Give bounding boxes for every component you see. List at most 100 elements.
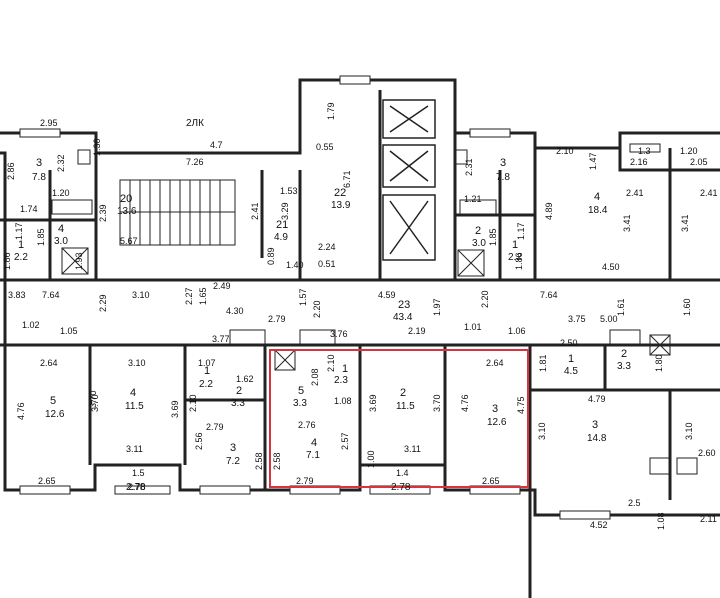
dimension-label: 4.52: [590, 520, 608, 530]
dimension-label: 3.83: [8, 290, 26, 300]
dimension-label: 1.86: [2, 252, 12, 270]
dimension-label: 3.77: [212, 334, 230, 344]
dimension-label: 2.5: [628, 498, 641, 508]
room-number: 22: [334, 187, 346, 199]
room-area: 3.0: [54, 236, 68, 247]
dimension-label: 1.57: [298, 288, 308, 306]
dimension-label: 1.05: [60, 326, 78, 336]
room-area: 7.8: [496, 172, 510, 183]
room-area: 43.4: [393, 312, 413, 323]
dimension-label: 3.76: [330, 329, 348, 339]
dimension-label: 2.41: [700, 188, 718, 198]
room-number: 4: [594, 191, 600, 203]
dimension-label: 2.31: [464, 158, 474, 176]
dimension-label: 3.69: [368, 394, 378, 412]
dimension-label: 3.70: [90, 394, 100, 412]
dimension-label: 1.47: [588, 152, 598, 170]
room-number: 1: [342, 363, 348, 375]
room-area: 3.0: [472, 238, 486, 249]
dimension-label: 3.11: [404, 444, 421, 454]
room-number: 3: [230, 442, 236, 454]
dimension-label: 2.57: [340, 432, 350, 450]
dimension-label: 3.69: [170, 400, 180, 418]
room-area: 11.5: [396, 401, 415, 412]
dimension-label: 2.32: [56, 154, 66, 172]
dimension-label: 2.24: [318, 242, 336, 252]
dimension-label: 4.30: [226, 306, 244, 316]
dimension-label: 4.76: [460, 394, 470, 412]
dimension-label: 7.64: [42, 290, 60, 300]
room-area: 3.3: [231, 398, 245, 409]
room-number: 23: [398, 299, 410, 311]
dimension-label: 1.61: [616, 298, 626, 316]
room-number: 4: [58, 223, 64, 235]
dimension-label: 1.80: [654, 354, 664, 372]
room-number: 20: [120, 193, 132, 205]
dimension-label: 1.02: [22, 320, 40, 330]
room-area: 4.9: [274, 232, 288, 243]
dimension-label: 2.16: [630, 157, 648, 167]
dimension-label: 5.00: [600, 314, 618, 324]
dimension-label: 2.41: [250, 202, 260, 220]
room-number: 3: [592, 419, 598, 431]
dimension-label: 2.39: [98, 204, 108, 222]
room-number: 3: [492, 403, 498, 415]
dimension-label: 2.76: [298, 420, 316, 430]
dimension-label: 3.29: [280, 202, 290, 220]
dimension-label: 2.10: [556, 146, 574, 156]
room-number: 1.4: [396, 468, 409, 478]
dimension-label: 4.75: [516, 396, 526, 414]
room-area: 12.6: [45, 409, 65, 420]
dimension-label: 2.41: [626, 188, 644, 198]
room-number: 4: [311, 437, 317, 449]
dimension-label: 1.08: [334, 396, 352, 406]
dimension-label: 3.11: [126, 444, 143, 454]
dimension-label: 1.20: [52, 188, 70, 198]
room-number: 1: [568, 353, 574, 365]
dimension-label: 3.10: [132, 290, 150, 300]
dimension-label: 3.10: [684, 422, 694, 440]
dimension-label: 2.79: [296, 476, 314, 486]
dimension-label: 1.85: [36, 228, 46, 246]
dimension-label: 2.20: [480, 290, 490, 308]
dimension-label: 0.51: [318, 259, 336, 269]
room-area: 3.3: [617, 361, 631, 372]
dimension-label: 1.06: [508, 326, 526, 336]
room-area: 7.8: [32, 172, 46, 183]
dimension-label: 1.17: [14, 222, 24, 240]
elevator-shafts: [382, 99, 436, 261]
room-area: 7.2: [226, 456, 240, 467]
dimension-label: 1.17: [516, 222, 526, 240]
dimension-label: 2.65: [482, 476, 500, 486]
dimension-label: 1.65: [198, 287, 208, 305]
room-area: 3.3: [293, 398, 307, 409]
dimension-label: 1.60: [682, 298, 692, 316]
room-area: 2.3: [334, 375, 348, 386]
dimension-label: 2.65: [38, 476, 56, 486]
dimension-label: 1.08: [656, 512, 666, 530]
dimension-label: 2.64: [40, 358, 58, 368]
dimension-label: 1.97: [432, 298, 442, 316]
highlighted-apartment: [269, 349, 529, 488]
dimension-label: 1.3: [638, 146, 651, 156]
dimension-label: 0.89: [266, 247, 276, 265]
dimension-label: 1.79: [326, 102, 336, 120]
dimension-label: 2.79: [268, 314, 286, 324]
dimension-label: 1.30: [92, 138, 102, 156]
room-area: 2.2: [508, 252, 522, 263]
fixtures: [51, 149, 698, 475]
dimension-label: 2.05: [690, 157, 708, 167]
room-number: 1.5: [132, 468, 145, 478]
room-number: 4: [130, 387, 136, 399]
dimension-label: 4.7: [210, 140, 223, 150]
dimension-label: 2.60: [698, 448, 716, 458]
room-area: 2.78: [391, 482, 411, 493]
room-area: 13.6: [117, 206, 137, 217]
dimension-label: 2.10: [326, 354, 336, 372]
stair: [119, 179, 236, 246]
dimension-label: 7.64: [540, 290, 558, 300]
dimension-label: 2.78: [128, 482, 146, 492]
dimension-label: 2.27: [184, 287, 194, 305]
dimension-label: 1.53: [280, 186, 298, 196]
